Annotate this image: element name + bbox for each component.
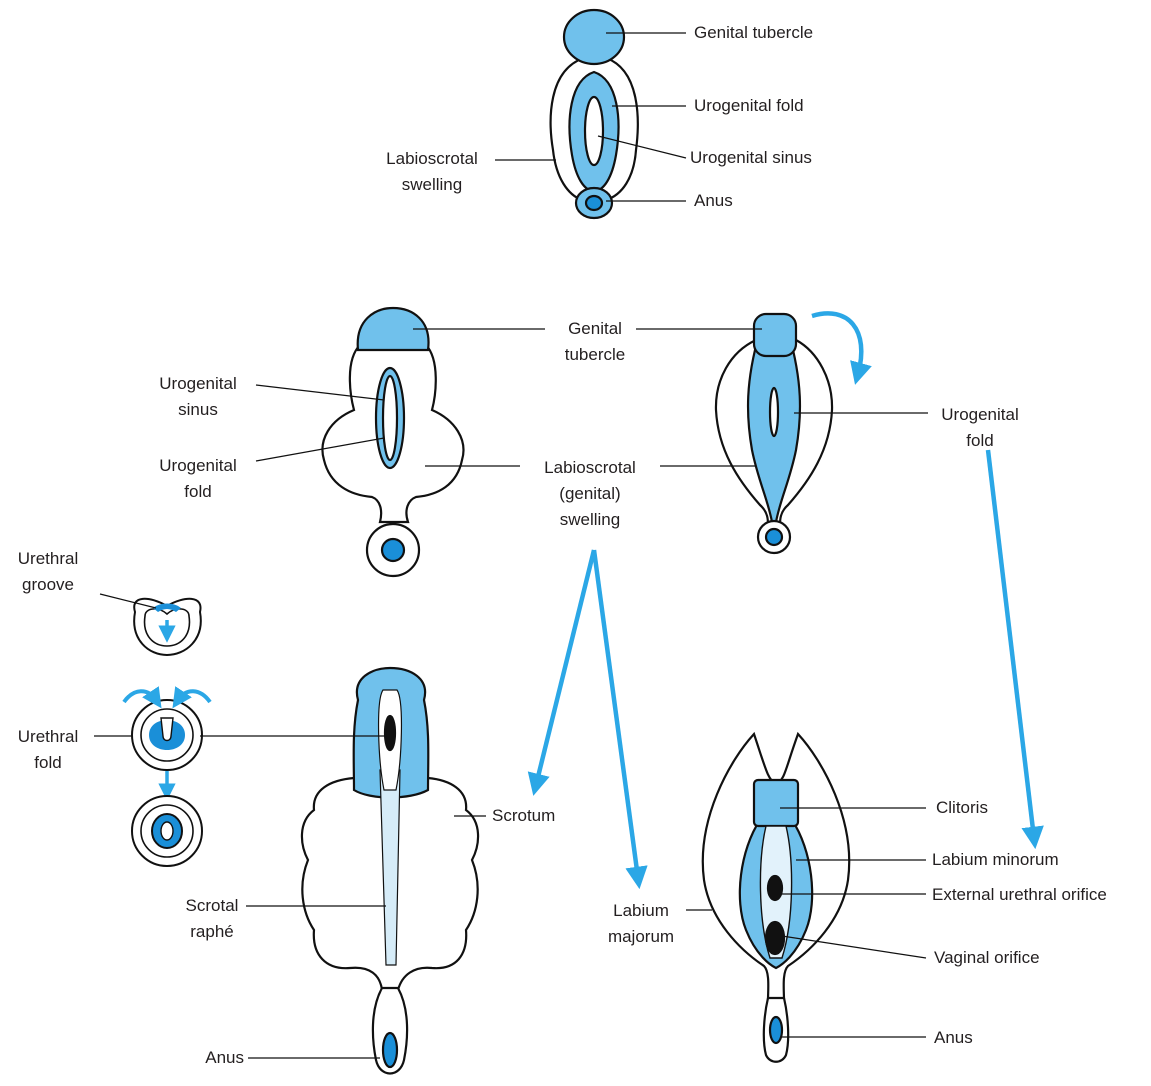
early-male-figure xyxy=(322,308,463,576)
label-labioscrotal-genital-swelling: Labioscrotal(genital)swelling xyxy=(520,455,660,533)
anus-dot xyxy=(586,196,602,210)
urogenital-sinus-slit xyxy=(770,388,778,436)
urethral-fold-section xyxy=(132,700,202,770)
label-anus-male: Anus xyxy=(150,1045,244,1071)
urethral-orifice xyxy=(385,716,395,750)
label-urogenital-fold-top: Urogenital fold xyxy=(694,93,804,119)
clitoris-shape xyxy=(754,780,798,826)
vaginal-orifice xyxy=(766,922,784,954)
fold-right-curve-arrow xyxy=(178,691,210,702)
label-clitoris: Clitoris xyxy=(936,795,988,821)
label-labium-minorum: Labium minorum xyxy=(932,847,1059,873)
label-genital-tubercle-top: Genital tubercle xyxy=(694,20,813,46)
indifferent-stage-figure xyxy=(551,10,638,218)
closed-urethra-section xyxy=(132,796,202,866)
fold-left-curve-arrow xyxy=(124,691,156,702)
label-urogenital-sinus-top: Urogenital sinus xyxy=(690,145,812,171)
arrow-to-scrotum xyxy=(536,550,594,785)
urogenital-sinus-slit xyxy=(383,376,397,460)
urogenital-sinus-slit xyxy=(585,97,603,165)
anus-dot xyxy=(382,539,404,561)
genital-tubercle-shape xyxy=(564,10,624,64)
label-scrotum: Scrotum xyxy=(492,803,555,829)
arrow-to-labium-majorum xyxy=(594,550,638,878)
genital-tubercle-shape xyxy=(754,314,796,356)
label-anus-female: Anus xyxy=(934,1025,973,1051)
early-female-figure xyxy=(716,314,832,553)
anus-dot xyxy=(766,529,782,545)
male-genitalia-figure xyxy=(302,668,478,1074)
label-external-urethral-orifice: External urethral orifice xyxy=(932,882,1107,908)
label-anus-top: Anus xyxy=(694,188,733,214)
anus-mark xyxy=(383,1033,397,1067)
anus-mark xyxy=(770,1017,782,1043)
female-genitalia-figure xyxy=(703,734,849,1062)
label-vaginal-orifice: Vaginal orifice xyxy=(934,945,1040,971)
external-urethral-orifice xyxy=(768,876,782,900)
arrow-to-labium-minorum xyxy=(988,450,1034,838)
